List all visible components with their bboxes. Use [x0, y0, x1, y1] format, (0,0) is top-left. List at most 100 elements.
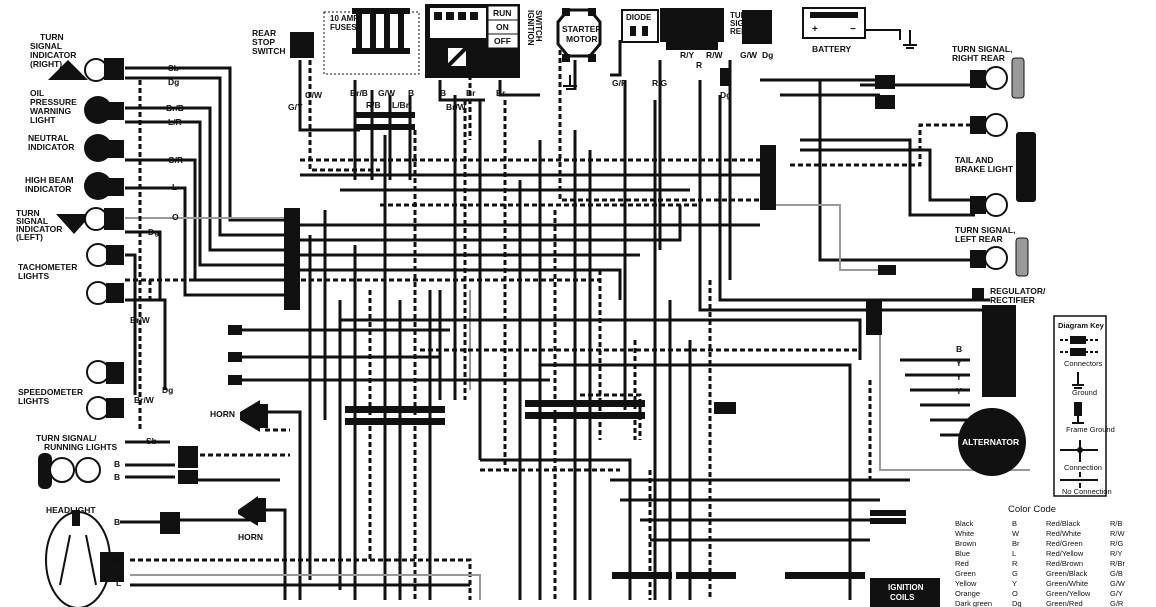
wire-label-brb-top: Br/B: [350, 88, 368, 98]
starter-motor: STARTER MOTOR: [556, 8, 602, 90]
label-regulator-1: REGULATOR/: [990, 286, 1046, 296]
ignition-switch: RUN ON OFF: [425, 4, 520, 78]
wire-label-b-ign-1: B: [440, 88, 446, 98]
color-code-combo-name-7: Green/Yellow: [1046, 589, 1091, 598]
label-turn-signal-running-1: TURN SIGNAL/: [36, 433, 97, 443]
svg-text:TURN SIGNAL, LEFT REAR: TURN SIGNAL, LEFT REAR: [955, 225, 1018, 244]
wire-label-b-3: B: [114, 517, 120, 527]
label-turn-signal-indicator-right-3: INDICATOR: [30, 50, 76, 60]
label-oil-pressure-1: OIL: [30, 88, 44, 98]
wire-label-b-1: B: [114, 459, 120, 469]
turn-signal-running-bulb-2-icon: [75, 457, 101, 483]
svg-text:HIGH BEAM INDICATOR: HIGH BEAM INDICATOR: [25, 175, 76, 194]
label-speedometer-1: SPEEDOMETER: [18, 387, 83, 397]
color-code-combo-code-5: G/B: [1110, 569, 1123, 578]
color-code-color-code-6: Y: [1012, 579, 1017, 588]
diagram-key: Diagram Key Connectors Ground Frame Grou…: [1053, 315, 1115, 497]
label-alternator: ALTERNATOR: [962, 437, 1019, 447]
label-ignition-switch-1: IGNITION: [526, 10, 535, 46]
battery-minus-terminal: −: [850, 24, 856, 35]
wire-label-br-ign-2: Br: [496, 88, 506, 98]
label-horn-2: HORN: [238, 532, 263, 542]
label-ts-left-rear-2: LEFT REAR: [955, 234, 1003, 244]
label-neutral-2: INDICATOR: [28, 142, 74, 152]
svg-text:REAR STOP SWITCH: REAR STOP SWITCH: [252, 28, 286, 56]
wire-label-gw-top-2: G/W: [378, 88, 396, 98]
color-code-color-code-3: L: [1012, 549, 1016, 558]
color-code-color-code-2: Br: [1012, 539, 1020, 548]
battery-plus-terminal: +: [812, 24, 818, 35]
color-code-color-name-1: White: [955, 529, 974, 538]
color-code-combo-code-6: G/W: [1110, 579, 1126, 588]
label-ts-right-rear-2: RIGHT REAR: [952, 53, 1005, 63]
label-turn-signal-indicator-left-4: (LEFT): [16, 232, 43, 242]
horn-2: HORN: [238, 496, 266, 542]
label-starter-2: MOTOR: [566, 34, 597, 44]
label-headlight: HEADLIGHT: [46, 505, 96, 515]
label-oil-pressure-4: LIGHT: [30, 115, 56, 125]
tail-bulb-1-icon: [984, 113, 1008, 137]
wire-label-rw-top: R/W: [706, 50, 724, 60]
color-code-combo-code-1: R/W: [1110, 529, 1126, 538]
label-diode: DIODE: [626, 13, 652, 22]
wire-label-brw-1: Br/W: [130, 315, 151, 325]
wire-label-gy-top: G/Y: [288, 102, 303, 112]
color-code-color-code-0: B: [1012, 519, 1017, 528]
wire-label-y-reg-1: Y: [956, 358, 962, 368]
svg-text:TURN SIGNAL/ RUNNING LIGHT: TURN SIGNAL/ RUNNING LIGHTS: [36, 433, 118, 452]
label-turn-signal-indicator-left-2: SIGNAL: [16, 216, 48, 226]
color-code-combo-code-3: R/Y: [1110, 549, 1123, 558]
label-rear-stop-2: STOP: [252, 37, 275, 47]
label-tachometer-2: LIGHTS: [18, 271, 49, 281]
label-starter-1: STARTER: [562, 24, 602, 34]
harness-connectors: [228, 68, 906, 579]
svg-text:SPEEDOMETER LIGHTS: SPEEDOMETER LIGHTS: [18, 387, 86, 406]
diagram-key-title: Diagram Key: [1058, 321, 1105, 330]
color-code-color-code-4: R: [1012, 559, 1018, 568]
ignition-position-off: OFF: [494, 36, 511, 46]
diagram-key-no-connection: No Connection: [1062, 487, 1112, 496]
label-tachometer-1: TACHOMETER: [18, 262, 77, 272]
wire-label-gw-top: G/W: [305, 90, 323, 100]
wire-label-b-2: B: [114, 472, 120, 482]
wire-label-l-1: L: [172, 182, 177, 192]
svg-text:IGNITION SWITCH: IGNITION SWITCH: [526, 10, 543, 48]
label-turn-signal-indicator-right-1: TURN: [40, 32, 64, 42]
wire-label-dg-relay-2: Dg: [720, 90, 731, 100]
tail-bulb-2-icon: [984, 193, 1008, 217]
color-code-combo-code-0: R/B: [1110, 519, 1123, 528]
color-code-color-name-0: Black: [955, 519, 974, 528]
color-code-color-code-8: Dg: [1012, 599, 1022, 607]
color-code-combo-code-8: G/R: [1110, 599, 1124, 607]
turn-signal-indicator-right-bulb-icon: [84, 58, 108, 82]
label-turn-signal-running-2: RUNNING LIGHTS: [44, 442, 118, 452]
label-tail-brake-1: TAIL AND: [955, 155, 994, 165]
color-code-color-name-2: Brown: [955, 539, 976, 548]
svg-text:TURN SIGNAL, RIGHT REAR: TURN SIGNAL, RIGHT REAR: [952, 44, 1015, 63]
horn-1: HORN: [210, 400, 268, 432]
label-ignition-coils-2: COILS: [890, 593, 915, 602]
wire-label-ry-top: R/Y: [680, 50, 695, 60]
label-high-beam-2: INDICATOR: [25, 184, 71, 194]
wire-label-dg-1: Dg: [168, 77, 179, 87]
rear-right-turn-bulb-icon: [984, 66, 1008, 90]
rear-left-turn-bulb-icon: [984, 246, 1008, 270]
wire-label-sb-1: Sb: [168, 63, 179, 73]
wire-label-rb-top: R/B: [366, 100, 381, 110]
label-turn-signal-indicator-left-1: TURN: [16, 208, 40, 218]
turn-signal-lens-icon: [38, 453, 52, 489]
wire-label-gr-top: G/R: [612, 78, 627, 88]
color-code-combo-code-4: R/Br: [1110, 559, 1126, 568]
tachometer-bulb-1-icon: [86, 243, 110, 267]
wire-label-w-1: W: [114, 566, 123, 576]
svg-text:NEUTRAL INDICATOR: NEUTRAL INDICATOR: [28, 133, 74, 152]
wire-label-rg-top: R/G: [652, 78, 668, 88]
speedometer-bulb-1-icon: [86, 360, 110, 384]
regulator-rectifier-icon: [982, 305, 1016, 397]
diagram-key-ground: Ground: [1072, 388, 1097, 397]
label-ignition-switch-2: SWITCH: [534, 10, 543, 42]
turn-signal-relay-icon: [742, 10, 772, 44]
label-tail-brake-2: BRAKE LIGHT: [955, 164, 1014, 174]
